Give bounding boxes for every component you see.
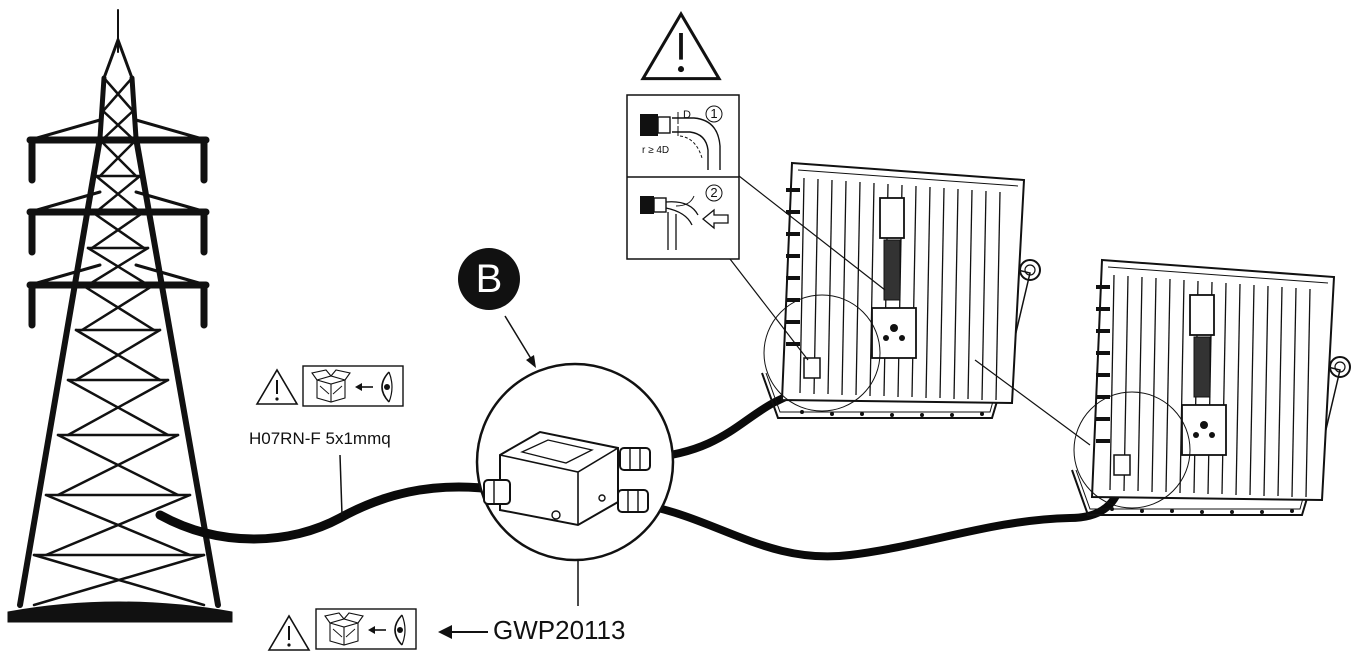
warning-triangle-icon <box>256 369 298 405</box>
product-warning <box>268 608 488 651</box>
power-pylon-icon <box>7 9 233 623</box>
floodlight-icon <box>1071 259 1351 516</box>
cable-spec-label: H07RN-F 5x1mmq <box>249 429 391 448</box>
install-step-2-number: 2 <box>710 185 718 200</box>
pointer-arrow-icon <box>438 625 452 639</box>
cable-to-floodlight-2 <box>641 481 1124 561</box>
junction-detail <box>475 315 675 606</box>
install-warning <box>626 12 886 361</box>
junction-box-icon <box>483 430 651 527</box>
inspect-package-icon <box>315 608 417 650</box>
product-code-label: GWP20113 <box>493 615 626 645</box>
bend-radius-label: r ≥ 4D <box>642 145 670 156</box>
cable-warning <box>256 365 404 407</box>
install-step-1-number: 1 <box>710 106 718 121</box>
floodlight-icon <box>761 162 1041 419</box>
supply-cable <box>155 482 505 544</box>
warning-triangle-icon <box>268 615 310 651</box>
detail-badge <box>458 248 520 310</box>
inspect-package-icon <box>302 365 404 407</box>
cable-label-leader <box>339 454 343 516</box>
warning-triangle-icon <box>641 12 721 81</box>
detail-badge-label: B <box>475 256 503 301</box>
detail-leader-2 <box>974 359 1091 446</box>
diameter-label: D <box>683 109 691 121</box>
